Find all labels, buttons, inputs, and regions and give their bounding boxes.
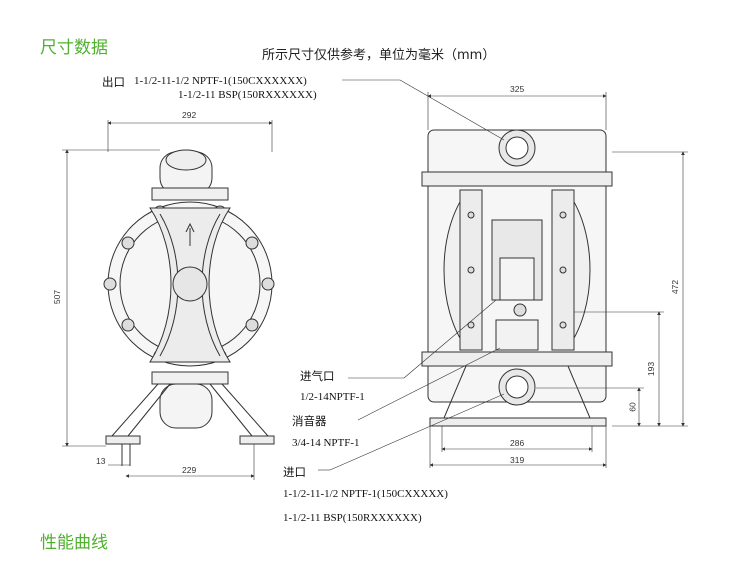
section-title-performance: 性能曲线: [40, 533, 108, 553]
air-inlet-spec: 1/2-14NPTF-1: [300, 391, 365, 403]
side-view: [421, 129, 613, 427]
inlet-title: 进口: [283, 465, 306, 479]
outlet-title: 出口: [102, 75, 125, 89]
dim-side-width: 325: [510, 84, 525, 94]
outlet-spec-nptf: 1-1/2-11-1/2 NPTF-1(150CXXXXXX): [134, 75, 307, 87]
dim-air-inlet-height: 193: [646, 361, 657, 377]
dim-base-outer: 319: [510, 455, 525, 465]
dim-foot-offset: 13: [96, 456, 106, 466]
muffler-spec: 3/4-14 NPTF-1: [292, 437, 360, 449]
inlet-spec-bsp: 1-1/2-11 BSP(150RXXXXXX): [283, 512, 422, 524]
dim-front-height: 507: [52, 289, 63, 305]
front-view: [103, 149, 275, 466]
dim-foot-span: 229: [182, 465, 197, 475]
dim-base-inner: 286: [510, 438, 525, 448]
leader-lines: [318, 79, 505, 471]
dim-inlet-height: 60: [627, 402, 638, 412]
section-title-dimensions: 尺寸数据: [40, 38, 108, 58]
outlet-spec-bsp: 1-1/2-11 BSP(150RXXXXXX): [178, 89, 317, 101]
inlet-spec-nptf: 1-1/2-11-1/2 NPTF-1(150CXXXXX): [283, 488, 448, 500]
side-view-dimension-lines: [427, 92, 688, 468]
air-inlet-title: 进气口: [300, 369, 335, 383]
dim-front-width: 292: [182, 110, 197, 120]
dimension-note: 所示尺寸仅供参考，单位为毫米（mm）: [262, 48, 496, 63]
front-view-dimension-lines: [62, 120, 273, 480]
muffler-title: 消音器: [292, 414, 327, 428]
dim-side-height: 472: [670, 279, 681, 295]
